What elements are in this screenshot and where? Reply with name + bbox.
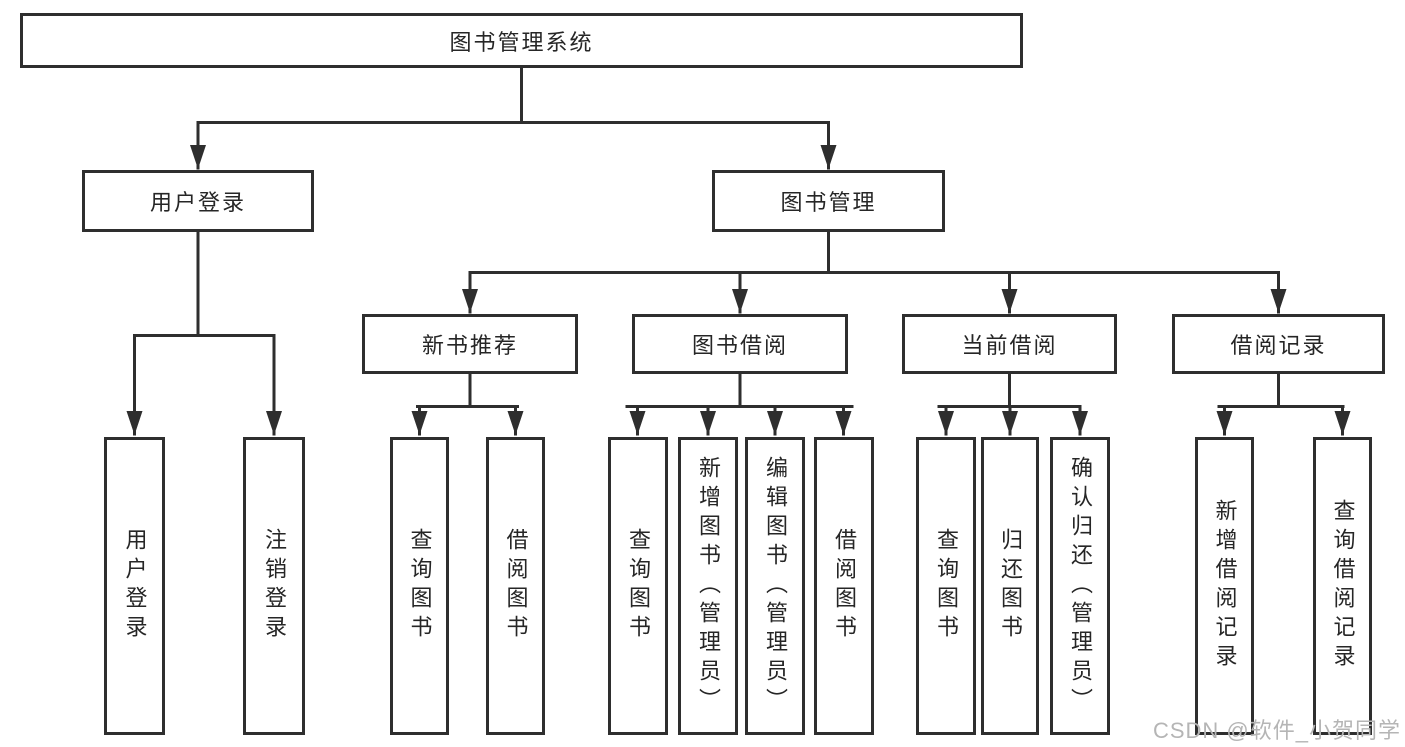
csdn-watermark: CSDN @软件_小贺同学	[1152, 718, 1401, 743]
leaf-edit-book-admin: 编辑图书（管理员）	[745, 437, 805, 735]
leaf-query-books-recommend: 查询图书	[390, 437, 449, 735]
node-root-system: 图书管理系统	[20, 13, 1023, 68]
node-borrowing-records: 借阅记录	[1172, 314, 1385, 374]
leaf-logout: 注销登录	[243, 437, 305, 735]
node-current-borrowing: 当前借阅	[902, 314, 1117, 374]
leaf-add-book-admin: 新增图书（管理员）	[678, 437, 738, 735]
leaf-borrow-books-borrowing: 借阅图书	[814, 437, 874, 735]
node-new-book-recommend: 新书推荐	[362, 314, 578, 374]
leaf-query-books-current: 查询图书	[916, 437, 976, 735]
leaf-query-books-borrowing: 查询图书	[608, 437, 668, 735]
leaf-confirm-return-admin: 确认归还（管理员）	[1050, 437, 1110, 735]
node-book-borrowing: 图书借阅	[632, 314, 848, 374]
leaf-return-book: 归还图书	[981, 437, 1039, 735]
leaf-query-borrow-record: 查询借阅记录	[1313, 437, 1372, 735]
node-book-management: 图书管理	[712, 170, 945, 232]
leaf-add-borrow-record: 新增借阅记录	[1195, 437, 1254, 735]
leaf-user-login: 用户登录	[104, 437, 165, 735]
leaf-borrow-books-recommend: 借阅图书	[486, 437, 545, 735]
node-user-login: 用户登录	[82, 170, 314, 232]
